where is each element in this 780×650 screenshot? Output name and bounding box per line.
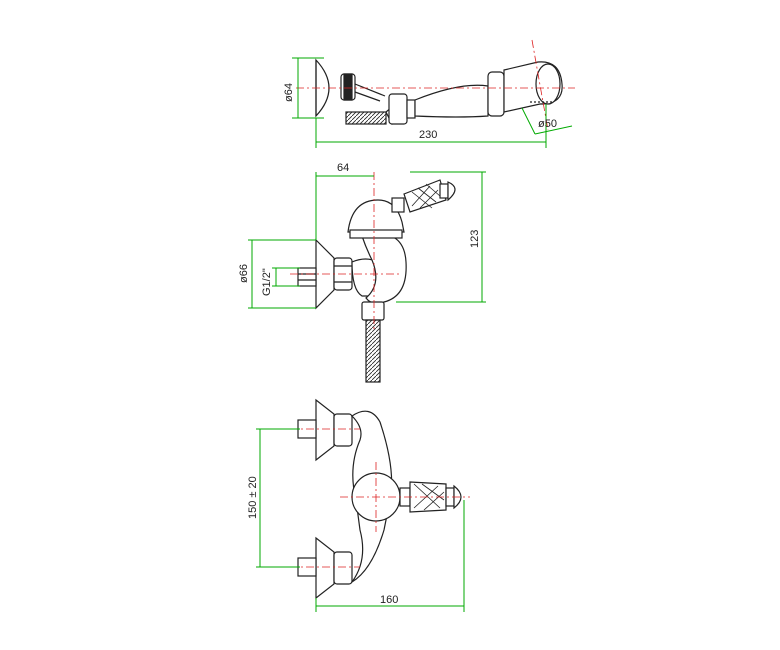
lever-handle [391, 179, 456, 213]
shower-handle [414, 84, 489, 118]
label-top-diameter-right: ø50 [538, 118, 557, 130]
bottom-flange [315, 536, 335, 600]
label-top-length: 230 [419, 129, 437, 141]
mixer-front-dimensions [256, 428, 465, 612]
label-bottom-width: 160 [380, 594, 398, 606]
label-mid-width: 64 [337, 162, 349, 174]
label-mid-diameter: ø66 [238, 264, 250, 283]
hand-shower-dimensions [292, 57, 573, 148]
label-bottom-spacing: 150 ± 20 [247, 476, 259, 519]
hose-nut [388, 93, 408, 125]
mixer-side-view [297, 179, 456, 383]
cartridge-dome [347, 199, 405, 233]
mixer-front-centerlines [290, 428, 470, 568]
mixer-side-dimensions [248, 171, 486, 309]
label-mid-thread: G1/2" [261, 268, 273, 296]
label-top-diameter-left: ø64 [283, 83, 295, 102]
hand-shower-view [315, 58, 563, 126]
label-mid-height: 123 [469, 230, 481, 248]
outlet-nut [361, 301, 385, 321]
hose [365, 319, 381, 383]
inlet-pipe [297, 267, 317, 287]
top-flange [315, 398, 335, 462]
hand-shower-centerlines [296, 39, 575, 131]
mixer-side-centerlines [290, 172, 400, 330]
mixer-front-view [297, 398, 462, 600]
